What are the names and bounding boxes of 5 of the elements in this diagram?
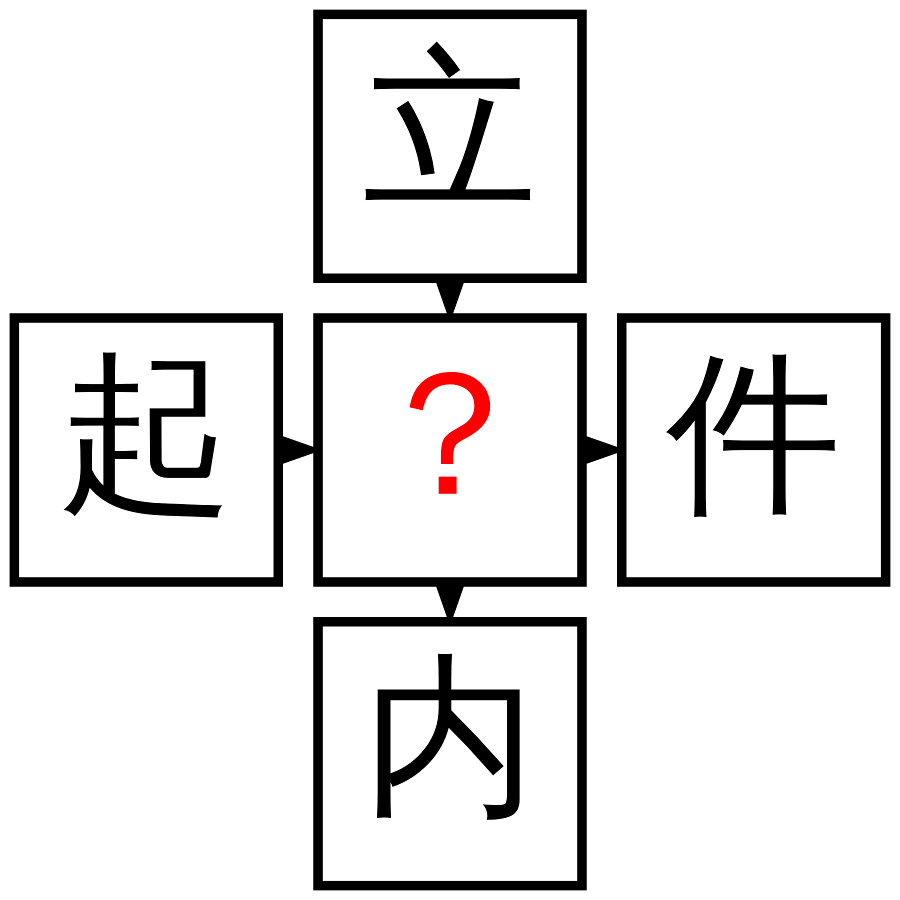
node-box: 立 [313, 10, 587, 284]
node-box: 起 [10, 313, 284, 587]
node-box: 件 [616, 313, 890, 587]
node-box: 内 [313, 616, 587, 890]
node-box: ？ [313, 313, 587, 587]
